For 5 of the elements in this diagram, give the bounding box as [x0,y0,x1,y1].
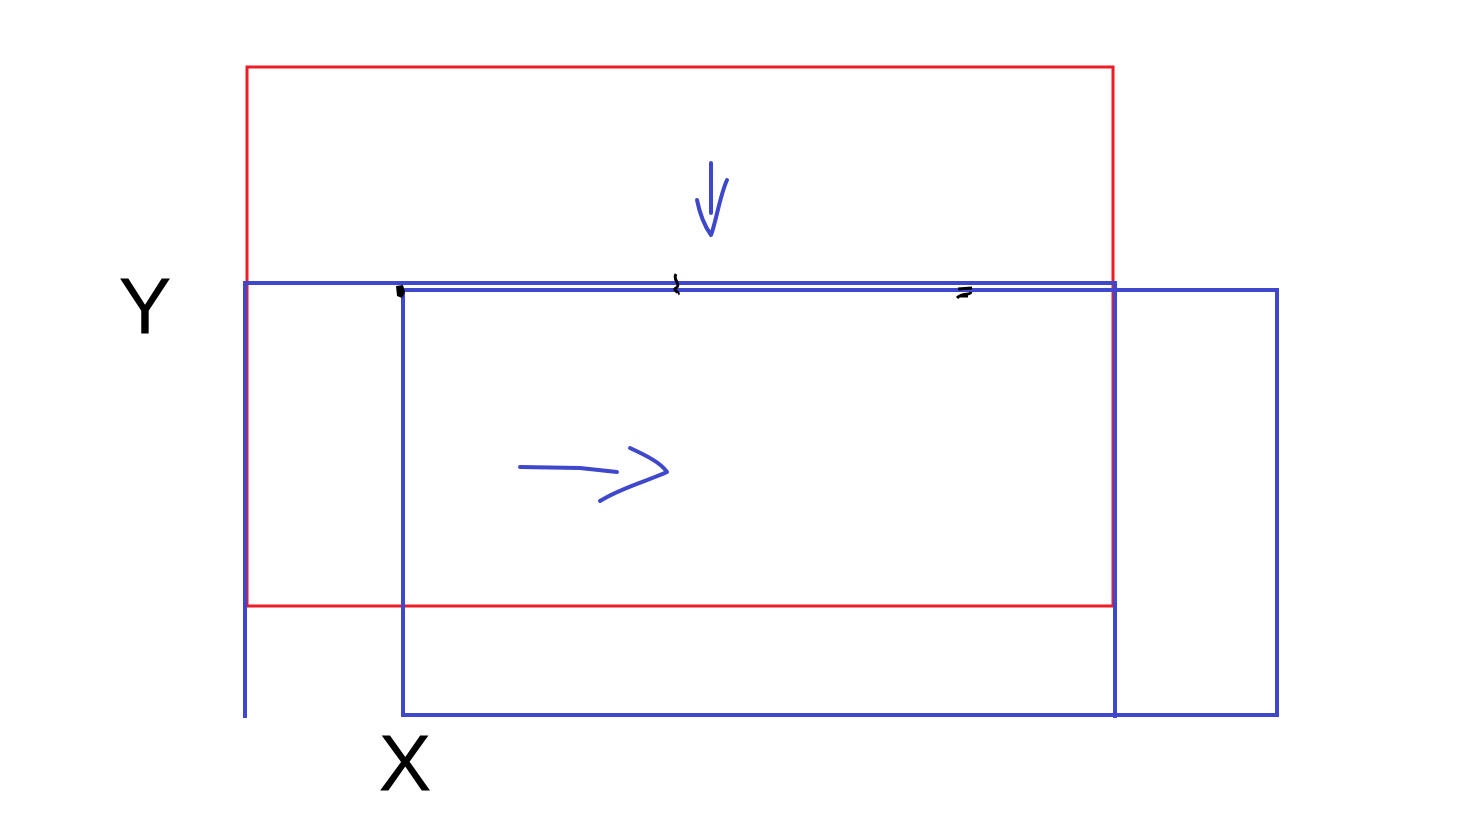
rectangle-outline [245,65,1115,608]
rectangle-outline [401,288,1279,717]
axis-label: X [380,735,430,791]
open-frame [243,281,1117,718]
axis-label: Y [120,278,170,334]
